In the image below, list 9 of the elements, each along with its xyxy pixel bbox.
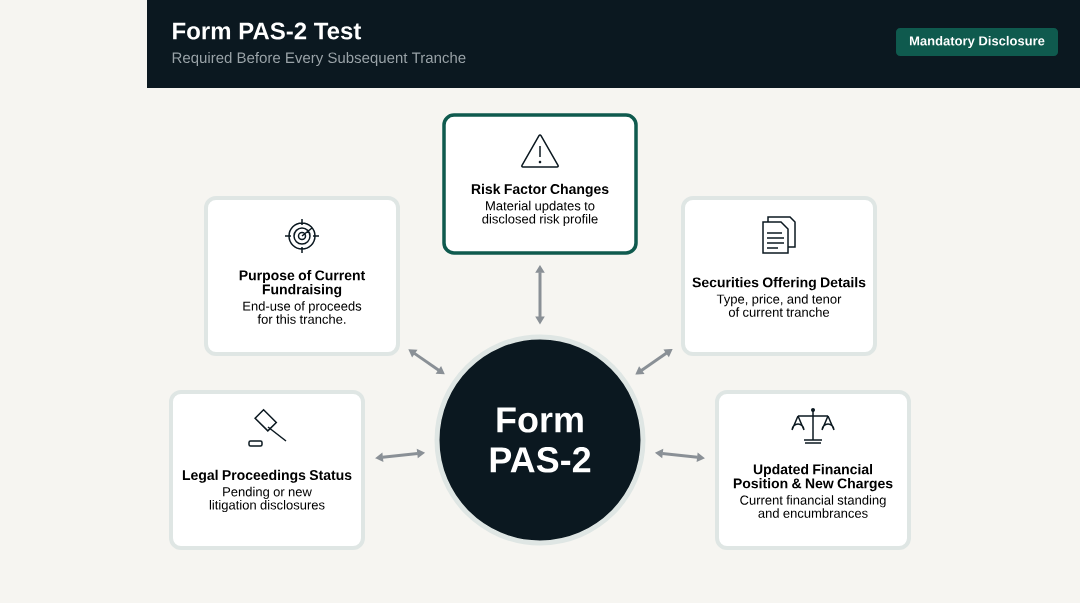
topic-card: Updated Financial Position & New Charges Current financial standing and encumbrances bbox=[715, 390, 911, 550]
topic-card: Risk Factor Changes Material updates to disclosed risk profile bbox=[442, 113, 638, 255]
topic-card: Purpose of Current Fundraising End-use of proceeds for this tranche. bbox=[204, 196, 400, 356]
topic-card: Securities Offering Details Type, price, and tenor of current tranche bbox=[681, 196, 877, 356]
arrow bbox=[408, 349, 445, 375]
topic-card: Legal Proceedings Status Pending or new litigation disclosures bbox=[169, 390, 365, 550]
title: Form PAS-2 Test bbox=[173, 22, 362, 40]
badge: Mandatory Disclosure bbox=[896, 28, 1058, 56]
subtitle: Required Before Every Subsequent Tranche bbox=[172, 52, 466, 66]
